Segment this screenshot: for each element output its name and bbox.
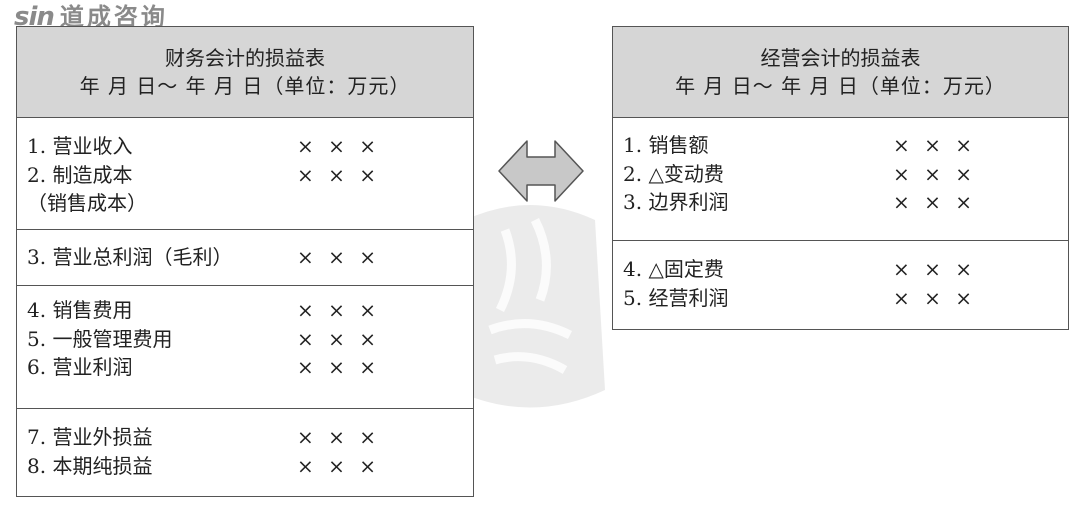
table-row: 4. 销售费用 × × ×: [27, 296, 473, 325]
row-label: 7. 营业外损益: [27, 425, 153, 449]
table-row: 3. 边界利润 × × ×: [623, 188, 1068, 217]
row-label: 1. 销售额: [623, 133, 709, 157]
row-value: × × ×: [297, 425, 380, 449]
table-row: 5. 一般管理费用 × × ×: [27, 325, 473, 354]
table-section: 1. 销售额 × × × 2. △变动费 × × × 3. 边界利润 × × ×: [613, 118, 1068, 241]
row-value: × × ×: [893, 161, 976, 186]
table-section: 3. 营业总利润（毛利） × × ×: [17, 230, 473, 286]
table-row: 6. 营业利润 × × ×: [27, 353, 473, 382]
table-section: 7. 营业外损益 × × × 8. 本期纯损益 × × ×: [17, 409, 473, 480]
row-value: × × ×: [297, 453, 380, 478]
row-value: × × ×: [893, 133, 976, 157]
table-subtitle: 年 月 日～ 年 月 日（单位：万元）: [675, 74, 1006, 98]
table-row: 3. 营业总利润（毛利） × × ×: [27, 243, 473, 272]
row-value: × × ×: [297, 298, 380, 322]
row-value: × × ×: [297, 355, 380, 379]
row-label: 5. 一般管理费用: [27, 326, 173, 351]
logo-mark: sin: [14, 2, 55, 32]
table-section: 4. 销售费用 × × × 5. 一般管理费用 × × × 6. 营业利润 × …: [17, 286, 473, 409]
financial-accounting-income-statement: 财务会计的损益表 年 月 日～ 年 月 日（单位：万元） 1. 营业收入 × ×…: [16, 26, 474, 497]
double-arrow-left-right-icon: [498, 140, 584, 202]
row-label: 5. 经营利润: [623, 285, 729, 310]
row-label: 4. △固定费: [623, 257, 724, 281]
row-label: 3. 营业总利润（毛利）: [27, 245, 233, 269]
row-label: 2. 制造成本: [27, 162, 133, 187]
table-row: 1. 营业收入 × × ×: [27, 132, 473, 161]
table-title: 财务会计的损益表: [165, 46, 325, 70]
management-accounting-income-statement: 经营会计的损益表 年 月 日～ 年 月 日（单位：万元） 1. 销售额 × × …: [612, 26, 1069, 330]
row-value: × × ×: [893, 285, 976, 310]
table-row: 2. △变动费 × × ×: [623, 160, 1068, 189]
row-label: 2. △变动费: [623, 161, 724, 186]
table-section: 1. 营业收入 × × × 2. 制造成本 × × × （销售成本）: [17, 118, 473, 230]
row-label: （销售成本）: [27, 191, 147, 215]
table-header: 财务会计的损益表 年 月 日～ 年 月 日（单位：万元）: [17, 27, 473, 118]
table-subtitle: 年 月 日～ 年 月 日（单位：万元）: [79, 74, 411, 98]
table-row: 8. 本期纯损益 × × ×: [27, 452, 473, 481]
row-value: × × ×: [297, 134, 380, 158]
table-section: 4. △固定费 × × × 5. 经营利润 × × ×: [613, 241, 1068, 312]
row-label: 1. 营业收入: [27, 134, 133, 158]
watermark-seal-icon: [455, 205, 605, 408]
logo-text: 道成咨询: [59, 3, 168, 31]
table-row: 7. 营业外损益 × × ×: [27, 423, 473, 452]
row-label: 6. 营业利润: [27, 355, 133, 379]
table-header: 经营会计的损益表 年 月 日～ 年 月 日（单位：万元）: [613, 27, 1068, 118]
row-value: × × ×: [297, 326, 380, 351]
table-row: 5. 经营利润 × × ×: [623, 284, 1068, 313]
brand-logo: sin 道成咨询: [14, 2, 168, 32]
row-value: × × ×: [297, 245, 380, 269]
table-row: 4. △固定费 × × ×: [623, 255, 1068, 284]
table-row: 1. 销售额 × × ×: [623, 131, 1068, 160]
row-value: × × ×: [893, 190, 976, 214]
row-label: 4. 销售费用: [27, 298, 133, 322]
table-row: （销售成本）: [27, 189, 473, 218]
row-label: 3. 边界利润: [623, 190, 729, 214]
table-row: 2. 制造成本 × × ×: [27, 161, 473, 190]
table-title: 经营会计的损益表: [760, 46, 921, 70]
row-value: × × ×: [297, 162, 380, 187]
row-label: 8. 本期纯损益: [27, 453, 153, 478]
row-value: × × ×: [893, 257, 976, 281]
